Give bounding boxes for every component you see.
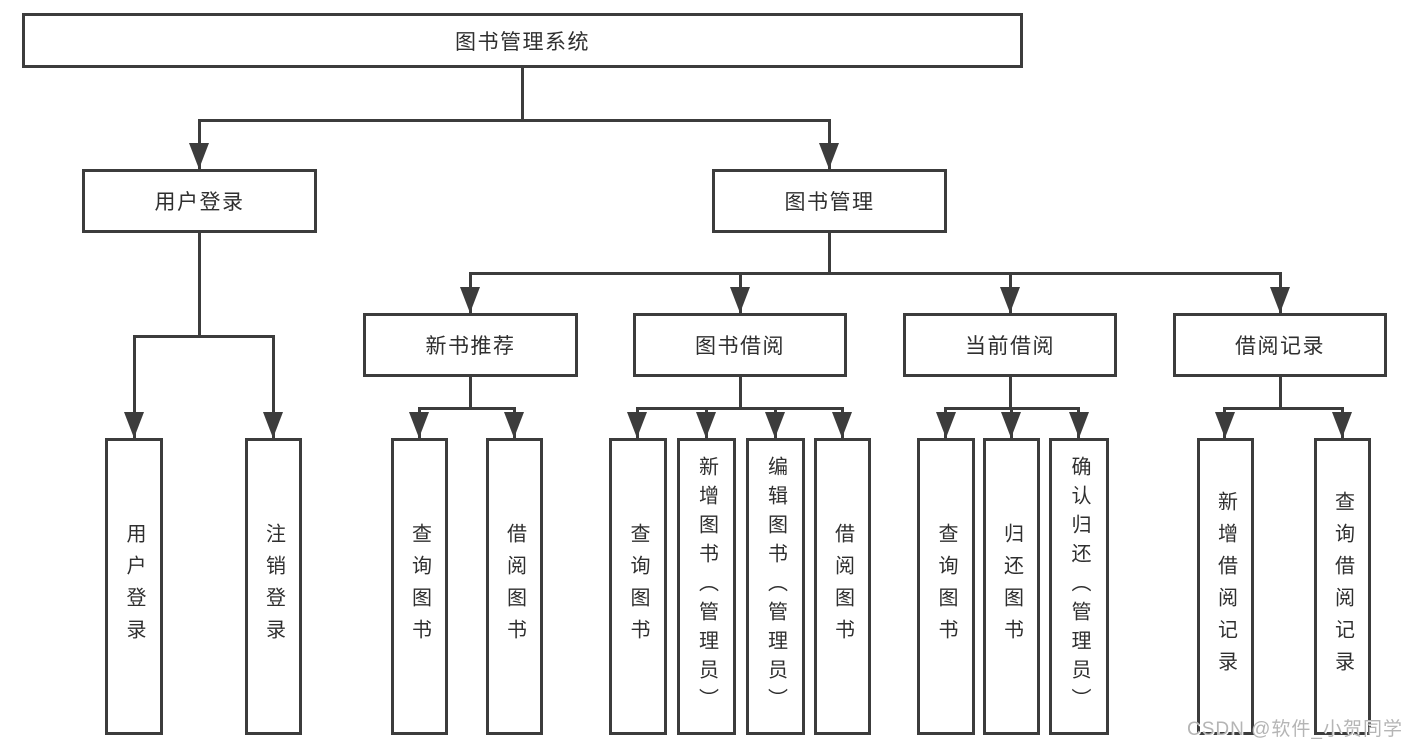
arrow-down-icon	[627, 412, 647, 438]
arrow-down-icon	[1270, 287, 1290, 313]
leaf-label: 注销登录	[262, 522, 285, 651]
edge-level2-splitter	[198, 119, 831, 122]
watermark: CSDN @软件_小贺同学	[1187, 719, 1403, 740]
leaf-label: 新增借阅记录	[1214, 490, 1237, 683]
arrow-down-icon	[832, 412, 852, 438]
arrow-down-icon	[1332, 412, 1352, 438]
edge-to-leaf-logout	[272, 335, 275, 438]
leaf-label: 确认归还（管理员）	[1068, 456, 1090, 717]
edge-current-borrow-drop	[1009, 377, 1012, 408]
node-current-borrow: 当前借阅	[903, 313, 1117, 377]
arrow-down-icon	[263, 412, 283, 438]
arrow-down-icon	[504, 412, 524, 438]
leaf-label: 借阅图书	[831, 522, 854, 651]
leaf-user-login: 用户登录	[105, 438, 163, 735]
arrow-down-icon	[936, 412, 956, 438]
edge-root-drop	[521, 68, 524, 120]
leaf-label: 查询借阅记录	[1331, 490, 1354, 683]
arrow-down-icon	[696, 412, 716, 438]
leaf-query-book-borrow: 查询图书	[609, 438, 667, 735]
edge-book-borrow-splitter	[636, 407, 843, 410]
node-library-management-system: 图书管理系统	[22, 13, 1023, 68]
edge-user-login-drop	[198, 233, 201, 336]
leaf-label: 归还图书	[1000, 522, 1023, 651]
edge-book-management-drop	[828, 233, 831, 274]
leaf-add-book-admin: 新增图书（管理员）	[677, 438, 736, 735]
leaf-label: 查询图书	[408, 522, 431, 651]
leaf-label: 编辑图书（管理员）	[764, 456, 787, 717]
edge-borrow-records-splitter	[1223, 407, 1344, 410]
arrow-down-icon	[1215, 412, 1235, 438]
arrow-down-icon	[1069, 412, 1089, 438]
edge-borrow-records-drop	[1279, 377, 1282, 408]
leaf-query-book-recommend: 查询图书	[391, 438, 448, 735]
node-borrow-records: 借阅记录	[1173, 313, 1387, 377]
arrow-down-icon	[189, 143, 209, 169]
arrow-down-icon	[1001, 412, 1021, 438]
leaf-borrow-book-recommend: 借阅图书	[486, 438, 543, 735]
edge-user-login-splitter	[133, 335, 274, 338]
leaf-edit-book-admin: 编辑图书（管理员）	[746, 438, 805, 735]
leaf-return-book: 归还图书	[983, 438, 1040, 735]
leaf-label: 查询图书	[935, 522, 957, 651]
leaf-label: 用户登录	[123, 522, 145, 651]
leaf-borrow-book: 借阅图书	[814, 438, 871, 735]
arrow-down-icon	[409, 412, 429, 438]
edge-new-book-recommend-splitter	[418, 407, 516, 410]
node-user-login: 用户登录	[82, 169, 317, 233]
edge-new-book-recommend-drop	[469, 377, 472, 408]
arrow-down-icon	[1000, 287, 1020, 313]
edge-book-borrow-drop	[739, 377, 742, 408]
node-new-book-recommend: 新书推荐	[363, 313, 578, 377]
edge-level3-splitter	[469, 272, 1282, 275]
leaf-label: 新增图书（管理员）	[695, 456, 718, 717]
leaf-query-borrow-record: 查询借阅记录	[1314, 438, 1371, 735]
leaf-confirm-return-admin: 确认归还（管理员）	[1049, 438, 1109, 735]
leaf-label: 借阅图书	[503, 522, 526, 651]
leaf-query-book-current: 查询图书	[917, 438, 975, 735]
leaf-logout: 注销登录	[245, 438, 302, 735]
node-book-management: 图书管理	[712, 169, 947, 233]
arrow-down-icon	[730, 287, 750, 313]
arrow-down-icon	[765, 412, 785, 438]
arrow-down-icon	[819, 143, 839, 169]
arrow-down-icon	[124, 412, 144, 438]
edge-to-leaf-user-login	[133, 335, 136, 438]
node-book-borrow: 图书借阅	[633, 313, 847, 377]
leaf-add-borrow-record: 新增借阅记录	[1197, 438, 1254, 735]
arrow-down-icon	[460, 287, 480, 313]
leaf-label: 查询图书	[627, 522, 649, 651]
